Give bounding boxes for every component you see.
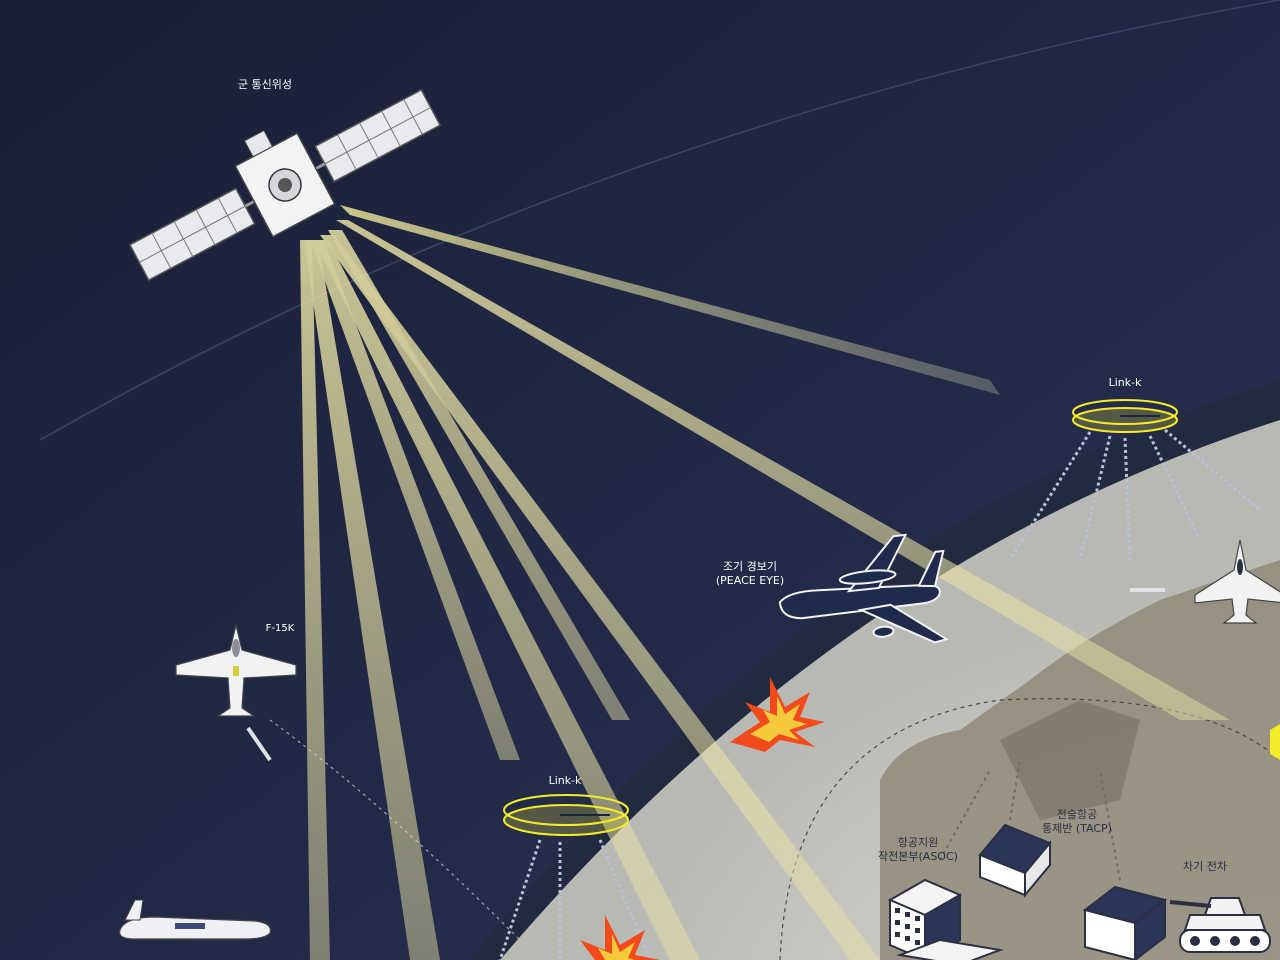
asoc-label-line2: 작전본부(ASOC)	[878, 850, 958, 863]
awacs-label-line2: (PEACE EYE)	[715, 574, 785, 587]
f15k-jet-icon	[175, 624, 297, 717]
tank-icon	[1169, 897, 1271, 953]
link-marker-edge	[1270, 724, 1280, 760]
satellite-label: 군 통신위성	[237, 78, 293, 91]
beam-2	[304, 240, 440, 960]
uav-icon	[118, 899, 272, 940]
bottom-building-icon	[896, 938, 1004, 960]
beam-4	[314, 240, 700, 960]
beam-6	[328, 230, 630, 720]
link-k-downlinks-left	[498, 839, 652, 960]
beam-5	[320, 235, 880, 960]
tacp-label-line1: 전술항공	[1056, 808, 1098, 821]
tacp-label-line2: 통제반 (TACP)	[1042, 822, 1112, 835]
link-k-right-label: Link-k	[1108, 376, 1142, 389]
link-k-ring-right	[1072, 399, 1178, 433]
tacp-label: 전술항공 통제반 (TACP)	[1022, 808, 1132, 836]
beam-8	[340, 205, 1000, 395]
beam-7	[336, 220, 1230, 720]
link-k-left-label: Link-k	[548, 774, 582, 787]
asoc-label: 항공지원 작전본부(ASOC)	[868, 836, 968, 864]
peace-eye-aircraft-icon	[778, 533, 950, 644]
link-k-downlinks-right	[1008, 428, 1261, 561]
tank-label: 차기 전차	[1183, 860, 1227, 873]
beam-1	[300, 240, 330, 960]
explosion-lower-icon	[580, 915, 660, 960]
asoc-label-line1: 항공지원	[897, 836, 939, 849]
orbit-line	[39, 0, 1280, 441]
beam-3	[310, 240, 520, 760]
range-dashed-arc	[779, 698, 1280, 960]
awacs-label-line1: 조기 경보기	[722, 560, 778, 573]
tacp-house-icon	[978, 823, 1052, 898]
satellite-icon	[128, 88, 442, 282]
f15k-label: F-15K	[265, 623, 295, 634]
land-detail	[1000, 700, 1140, 820]
f15k-dashed-path	[269, 719, 521, 941]
awacs-label: 조기 경보기 (PEACE EYE)	[700, 560, 800, 588]
link-k-ring-left	[503, 794, 629, 836]
ground-links	[939, 759, 1121, 881]
fighter-jet-right-icon	[1194, 539, 1280, 624]
explosion-icon	[730, 677, 825, 752]
satellite-beams	[300, 205, 1230, 960]
missile-icon	[246, 726, 272, 762]
barracks-building-icon	[1082, 885, 1168, 960]
